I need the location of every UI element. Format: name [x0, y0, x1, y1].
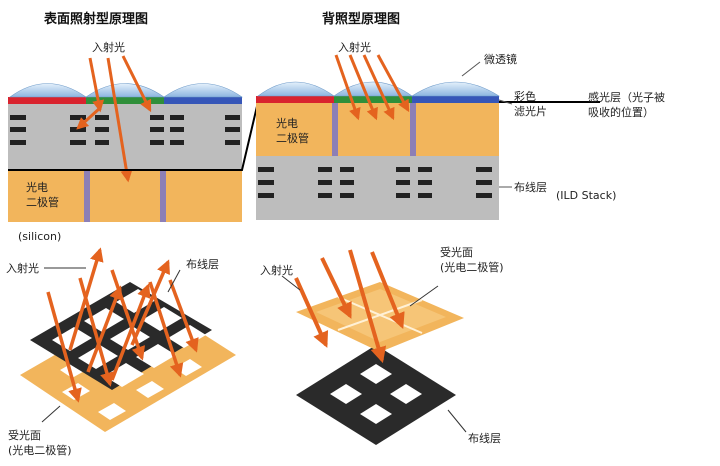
back-3d-leaders — [281, 275, 467, 433]
color-filter-line1: 彩色 — [514, 90, 536, 103]
back-3d-arrows — [294, 249, 405, 364]
color-filter-label: 彩色 滤光片 — [514, 89, 547, 119]
front-illuminated-3d — [20, 247, 236, 432]
silicon-label: (silicon) — [18, 230, 62, 243]
ild-stack-label: (ILD Stack) — [556, 189, 617, 202]
front-illuminated-cross-section — [8, 55, 243, 222]
front-pixel-divider — [84, 170, 90, 222]
back-photodiode-label: 光电 二极管 — [276, 116, 309, 146]
front-pixel-divider — [160, 170, 166, 222]
receiving-surface-label: 受光面 (光电二极管) — [440, 245, 504, 275]
back-incident-arrows — [334, 54, 410, 121]
back-microlens — [410, 81, 501, 97]
front-microlens — [163, 83, 243, 98]
receiving-surface-line2: (光电二极管) — [440, 261, 504, 274]
incident-light-label: 入射光 — [260, 264, 293, 277]
front-incident-arrows — [76, 55, 152, 183]
back-illuminated-cross-section — [256, 54, 513, 220]
wiring-layer-label: 布线层 — [514, 181, 547, 194]
front-microlens — [9, 83, 87, 98]
sensing-layer-line2: 吸收的位置） — [588, 106, 654, 119]
sensing-layer-label: 感光层（光子被 吸收的位置） — [588, 90, 665, 120]
receiving-surface-line2: (光电二极管) — [8, 444, 72, 457]
incident-light-label: 入射光 — [92, 41, 125, 54]
photodiode-label-line1: 光电 — [26, 181, 48, 194]
wiring-layer-label: 布线层 — [186, 258, 219, 271]
wiring-layer-label: 布线层 — [468, 432, 501, 445]
receiving-surface-line1: 受光面 — [8, 429, 41, 442]
photodiode-label-line2: 二极管 — [26, 196, 59, 209]
back-illuminated-3d — [281, 249, 467, 445]
front-filter-blue — [164, 97, 242, 104]
front-illuminated-title: 表面照射型原理图 — [44, 12, 149, 27]
back-filter-green — [334, 96, 412, 103]
photodiode-label-line2: 二极管 — [276, 132, 309, 145]
front-photodiode-label: 光电 二极管 — [26, 180, 59, 210]
back-microlens — [257, 81, 335, 97]
back-metal-wires — [258, 167, 492, 198]
back-leader-lines — [461, 61, 513, 188]
back-filter-red — [256, 96, 334, 103]
front-3d-leaders — [41, 267, 181, 423]
back-pixel-divider — [410, 103, 416, 156]
back-3d-wiring-layer — [296, 345, 456, 445]
receiving-surface-label: 受光面 (光电二极管) — [8, 428, 72, 458]
color-filter-line2: 滤光片 — [514, 105, 547, 118]
back-3d-wiring-openings — [330, 364, 422, 424]
photodiode-label-line1: 光电 — [276, 117, 298, 130]
front-3d-arrows — [46, 247, 199, 403]
front-filter-green — [86, 97, 164, 104]
front-filter-red — [8, 97, 86, 104]
incident-light-label: 入射光 — [338, 41, 371, 54]
sensing-layer-line1: 感光层（光子被 — [588, 91, 665, 104]
back-pixel-divider — [332, 103, 338, 156]
back-illuminated-title: 背照型原理图 — [322, 12, 401, 27]
incident-light-label: 入射光 — [6, 262, 39, 275]
back-wiring-layer — [256, 156, 499, 220]
microlens-label: 微透镜 — [484, 53, 517, 66]
back-filter-blue — [412, 96, 499, 103]
receiving-surface-line1: 受光面 — [440, 246, 473, 259]
